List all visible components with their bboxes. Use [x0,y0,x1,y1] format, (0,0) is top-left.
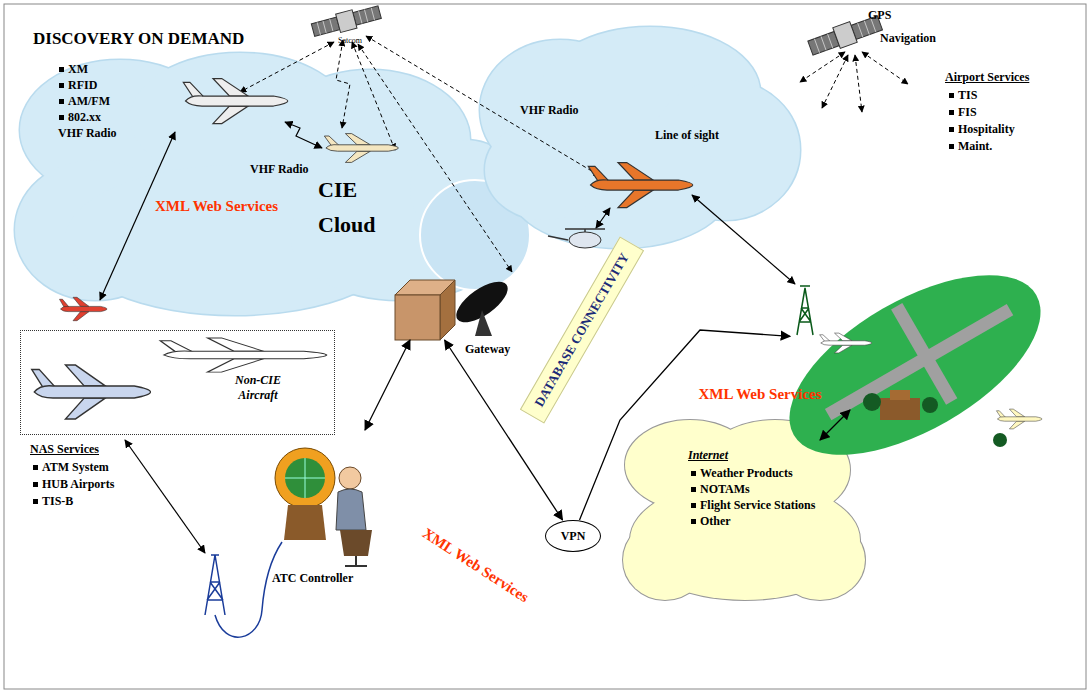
node-text-wrap: VHF Radio [58,126,117,141]
node-text-wrap: XM [68,62,88,77]
node-text-wrap: DATABASE CONNECTIVITY [531,250,632,409]
node-text: VPN [561,529,586,544]
node-text-wrap: ATC Controller [272,571,353,586]
node-text: FIS [958,105,977,120]
node-text-wrap: FIS [958,105,977,120]
bullet-mark [59,67,64,72]
node-text-wrap: Weather Products [700,466,793,481]
node-text-wrap: Airport Services [945,70,1029,85]
node-text-wrap: XML Web Services [155,197,278,216]
node-text: Airport Services [945,70,1029,85]
node-text: 802.xx [68,110,101,125]
node-text: Gateway [465,342,510,357]
cloud-region: XMRFIDAM/FM802.xxVHF RadioVHF RadioXML W… [20,55,525,325]
annotation-label-wrap: TIS-B [42,494,73,509]
node-text-wrap: Hospitality [958,122,1015,137]
edge-label: XML Web Services [418,524,531,607]
bullet-mark [33,499,38,504]
node-text-wrap: VHF Radio [250,162,309,177]
bullet-mark [949,93,954,98]
node-text-wrap: NOTAMs [700,482,750,497]
node-text: TIS [958,88,977,103]
bullet-mark [691,487,696,492]
annotation-label-wrap: ATM System [42,460,109,475]
bullet-mark [59,99,64,104]
node-text: Line of sight [655,128,719,143]
cloud-region: VHF RadioLine of sight [475,30,795,255]
annotation-label-wrap: Satcom [338,36,362,46]
vpn-ellipse: VPN [545,520,601,552]
diagram-title-wrap: DISCOVERY ON DEMAND [33,28,244,49]
annotation-label-wrap: GPS [868,8,891,23]
bullet-mark [33,465,38,470]
database-band: DATABASE CONNECTIVITY [520,236,644,423]
node-text-wrap: Line of sight [655,128,719,143]
annotation-label: Navigation [880,31,936,46]
dotted-box: Non-CIE Aircraft [20,330,335,435]
node-text-wrap: Other [700,514,731,529]
node-text-wrap: Gateway [465,342,510,357]
connector [365,340,410,430]
node-text: CIE Cloud [318,172,398,242]
bullet-mark [691,503,696,508]
node-text-wrap: AM/FM [68,94,110,109]
node-text-wrap: TIS [958,88,977,103]
node-text: Weather Products [700,466,793,481]
bullet-mark [691,471,696,476]
node-text: VHF Radio [520,103,579,118]
node-text-wrap: Non-CIE Aircraft [227,373,289,403]
node-text-wrap: Internet [688,448,728,463]
internet-cloud: InternetWeather ProductsNOTAMsFlight Ser… [625,440,845,610]
connector [820,410,850,440]
controller-figure: ATC Controller [265,430,385,590]
bullet-mark [949,110,954,115]
edge-label-wrap: XML Web Services [699,385,822,404]
node-text: XM [68,62,88,77]
node-text: Internet [688,448,728,463]
node-text: VHF Radio [250,162,309,177]
node-text: VHF Radio [58,126,117,141]
node-text: NOTAMs [700,482,750,497]
bullet-mark [33,482,38,487]
annotation-label-wrap: HUB Airports [42,477,114,492]
node-text: Other [700,514,731,529]
annotation-label: NAS Services [30,442,99,457]
bullet-mark [691,519,696,524]
node-text-wrap: Maint. [958,139,992,154]
annotation-label: Satcom [338,36,362,46]
annotation-label: TIS-B [42,494,73,509]
node-text: Non-CIE Aircraft [227,373,289,403]
diagram-title: DISCOVERY ON DEMAND [33,28,244,49]
node-text: DATABASE CONNECTIVITY [531,250,632,409]
node-text: XML Web Services [155,197,278,216]
annotation-label-wrap: Navigation [880,31,936,46]
gateway-box: Gateway [395,280,455,340]
node-text: RFID [68,78,97,93]
node-text-wrap: 802.xx [68,110,101,125]
annotation-label: HUB Airports [42,477,114,492]
node-text: ATC Controller [272,571,353,586]
bullet-mark [949,127,954,132]
node-text: Flight Service Stations [700,498,815,513]
annotation-label: ATM System [42,460,109,475]
node-text-wrap: CIE Cloud [318,172,398,242]
node-text-wrap: Flight Service Stations [700,498,815,513]
annotation-label-wrap: NAS Services [30,442,99,457]
annotation-label: GPS [868,8,891,23]
node-text: Hospitality [958,122,1015,137]
node-text-wrap: VPN [561,529,586,544]
edge-label: XML Web Services [699,385,822,404]
bullet-mark [949,144,954,149]
airport-region: Airport ServicesTISFISHospitalityMaint. [790,280,1040,410]
node-text: AM/FM [68,94,110,109]
edge-label-wrap: XML Web Services [418,524,531,607]
connector [580,330,791,520]
node-text: Maint. [958,139,992,154]
bullet-mark [59,83,64,88]
node-text-wrap: RFID [68,78,97,93]
node-text-wrap: VHF Radio [520,103,579,118]
bullet-mark [59,115,64,120]
